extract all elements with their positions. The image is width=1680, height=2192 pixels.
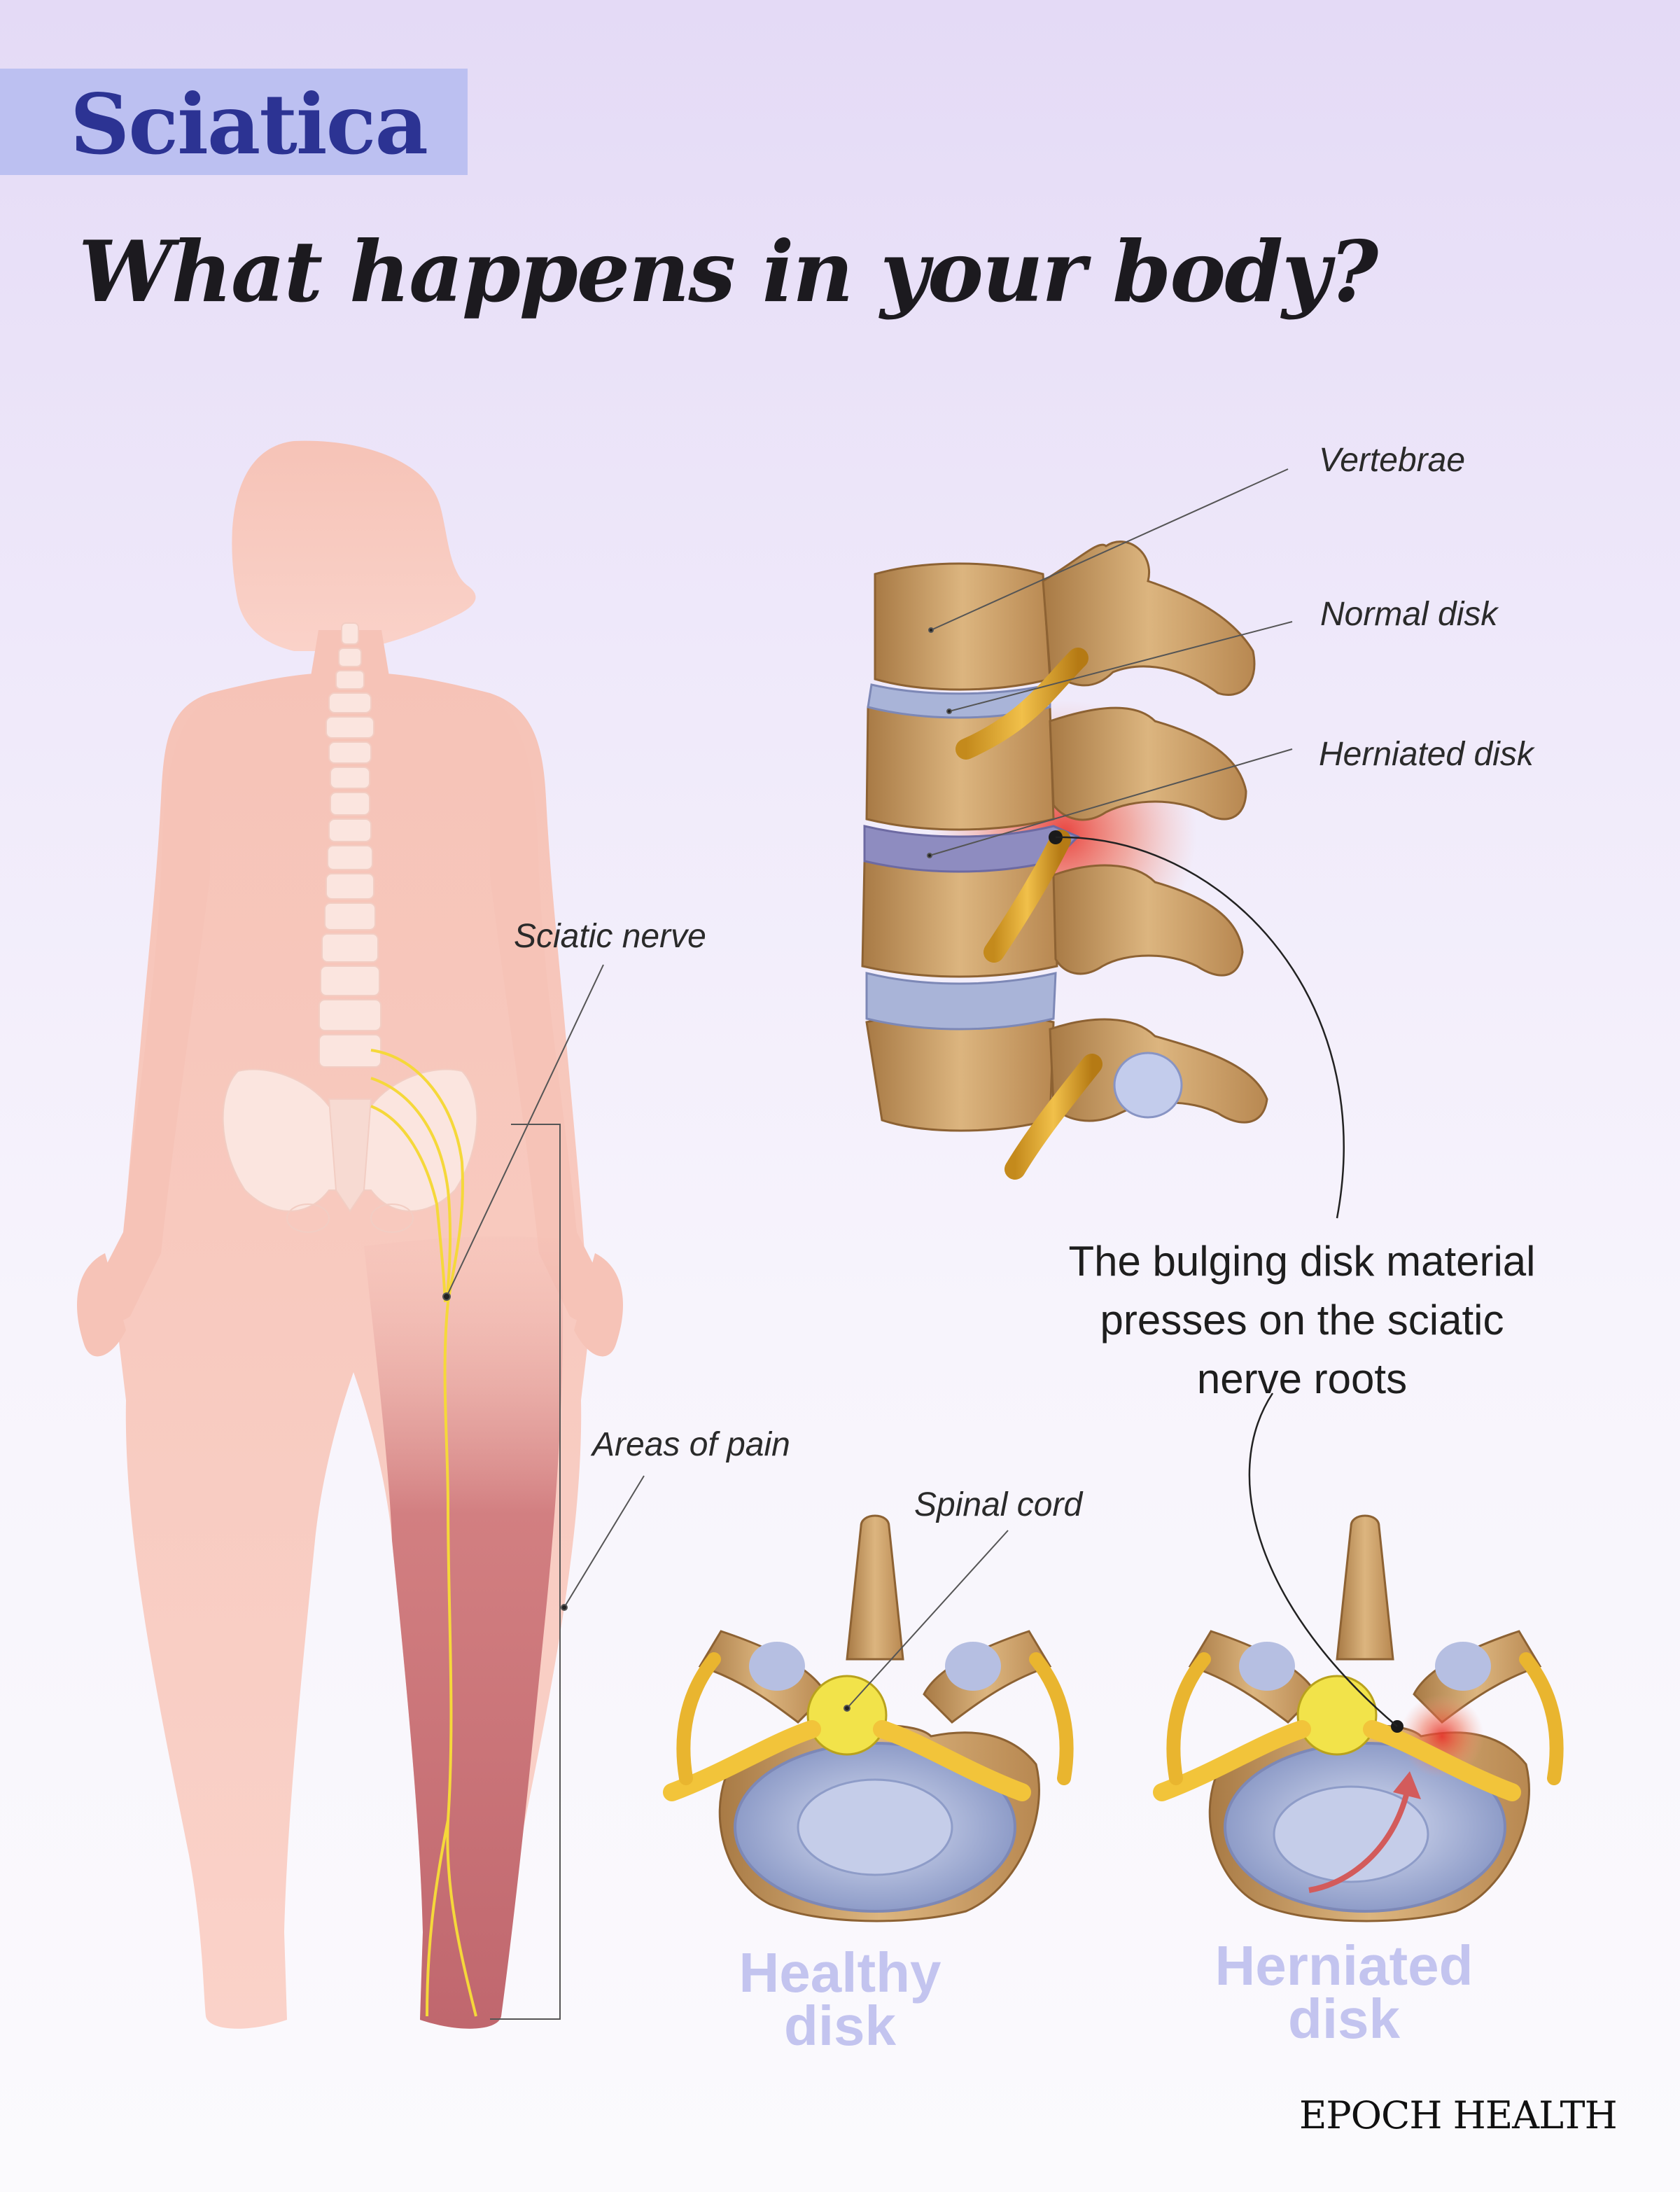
pain-area-leg	[364, 1236, 563, 2029]
callout-line-1: The bulging disk material	[1068, 1238, 1536, 1285]
herniated-disk-cross-section	[1153, 1514, 1564, 1922]
healthy-disk-label-line-1: Healthy	[738, 1941, 941, 2004]
lumbar-spine-side-view	[861, 540, 1268, 1180]
callout-text: The bulging disk material presses on the…	[994, 1232, 1610, 1409]
healthy-disk-label: Healthy disk	[700, 1941, 980, 2057]
page-title: What happens in your body?	[78, 223, 1378, 321]
callout-line-3: nerve roots	[1196, 1355, 1408, 1402]
topic-tag: Sciatica	[0, 69, 468, 175]
label-sciatic-nerve: Sciatic nerve	[514, 918, 706, 955]
healthy-disk-label-line-2: disk	[783, 1995, 897, 2057]
leader-lines	[442, 468, 1398, 2020]
herniated-disk-label: Herniated disk	[1176, 1934, 1512, 2050]
brand-logo: EPOCH HEALTH	[1299, 2093, 1618, 2137]
label-normal-disk: Normal disk	[1320, 596, 1498, 633]
label-herniated-disk: Herniated disk	[1319, 736, 1534, 773]
topic-tag-label: Sciatica	[70, 76, 428, 173]
normal-disk-shape	[867, 683, 1051, 719]
label-spinal-cord: Spinal cord	[914, 1486, 1083, 1523]
callout-line-2: presses on the sciatic	[1100, 1297, 1504, 1343]
label-areas-of-pain: Areas of pain	[592, 1426, 790, 1463]
herniated-disk-label-line-2: disk	[1287, 1988, 1401, 2050]
healthy-disk-cross-section	[663, 1514, 1074, 1922]
label-vertebrae: Vertebrae	[1319, 442, 1466, 479]
sciatic-nerve-path	[370, 1049, 477, 2017]
herniated-disk-label-line-1: Herniated	[1214, 1934, 1474, 1997]
